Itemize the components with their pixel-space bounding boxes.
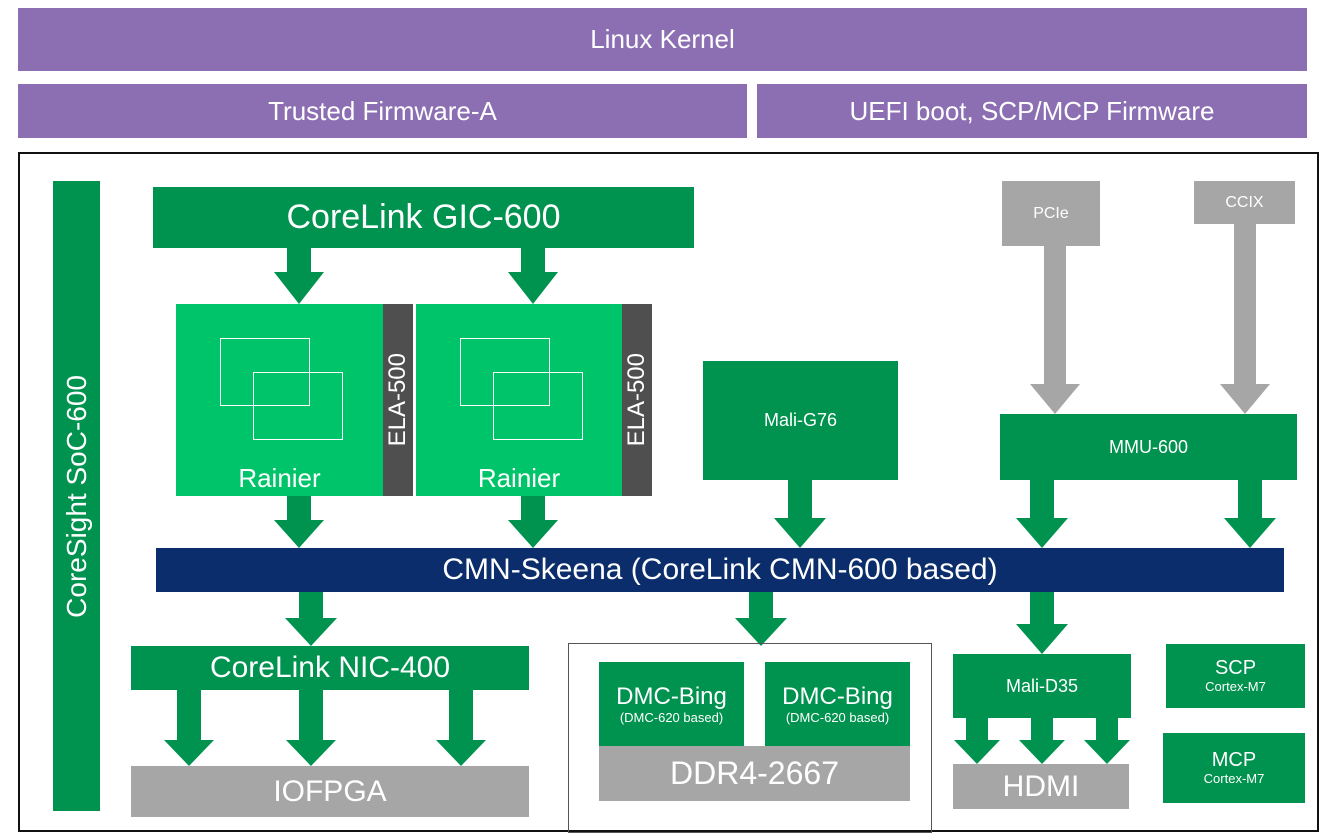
- arrow-cmn-to-ddr: [735, 592, 787, 646]
- cpu2-label: Rainier: [477, 463, 561, 493]
- pcie-label: PCIe: [1033, 204, 1069, 222]
- mcp-block: MCP Cortex-M7: [1163, 733, 1305, 803]
- arrow-display-to-hdmi-1: [954, 718, 1000, 764]
- linux-kernel-label: Linux Kernel: [590, 24, 735, 54]
- trusted-firmware-layer: Trusted Firmware-A: [18, 84, 747, 138]
- ccix-label: CCIX: [1225, 193, 1264, 211]
- hdmi-block: HDMI: [953, 764, 1129, 809]
- iofpga-label: IOFPGA: [273, 774, 387, 808]
- ela2-label: ELA-500: [623, 353, 650, 447]
- arrow-display-to-hdmi-3: [1084, 718, 1130, 764]
- arrow-cmn-to-display: [1016, 592, 1068, 654]
- arrow-pcie-to-mmu: [1030, 246, 1080, 414]
- dmc1-subtitle: (DMC-620 based): [619, 709, 724, 725]
- gpu-label: Mali-G76: [763, 410, 838, 430]
- arrow-nic-to-iofpga-1: [164, 690, 214, 766]
- display-block: Mali-D35: [953, 654, 1131, 718]
- uefi-label: UEFI boot, SCP/MCP Firmware: [849, 95, 1215, 126]
- gic-label: CoreLink GIC-600: [286, 198, 561, 236]
- arrow-ccix-to-mmu: [1220, 224, 1270, 414]
- linux-kernel-layer: Linux Kernel: [18, 8, 1307, 71]
- nic-label: CoreLink NIC-400: [209, 651, 451, 684]
- core-icon-1b: [253, 372, 343, 440]
- arrow-display-to-hdmi-2: [1019, 718, 1065, 764]
- coresight-bar: CoreSight SoC-600: [53, 181, 100, 811]
- arrow-gic-to-cpu2: [508, 248, 558, 304]
- cmn-label: CMN-Skeena (CoreLink CMN-600 based): [442, 553, 998, 586]
- arrow-cpu2-to-cmn: [508, 496, 558, 548]
- display-label: Mali-D35: [1005, 675, 1079, 696]
- cpu1-label: Rainier: [238, 463, 321, 493]
- dmc2-title: DMC-Bing: [782, 682, 893, 710]
- scp-block: SCP Cortex-M7: [1166, 644, 1305, 708]
- ddr-block: DDR4-2667: [599, 746, 910, 801]
- arrow-nic-to-iofpga-2: [286, 690, 336, 766]
- ela1-label: ELA-500: [384, 353, 411, 447]
- arrow-mmu-to-cmn-1: [1016, 480, 1068, 548]
- arrow-gic-to-cpu1: [274, 248, 324, 304]
- trusted-firmware-label: Trusted Firmware-A: [268, 95, 497, 126]
- scp-subtitle: Cortex-M7: [1205, 679, 1266, 695]
- mcp-subtitle: Cortex-M7: [1203, 771, 1265, 787]
- uefi-layer: UEFI boot, SCP/MCP Firmware: [757, 84, 1307, 138]
- coresight-label: CoreSight SoC-600: [60, 374, 92, 618]
- ela-block-1: ELA-500: [383, 304, 413, 496]
- nic-block: CoreLink NIC-400: [131, 646, 529, 690]
- ddr-label: DDR4-2667: [670, 755, 839, 791]
- dmc1-title: DMC-Bing: [616, 682, 727, 710]
- ela-block-2: ELA-500: [622, 304, 652, 496]
- cpu-cluster-2: Rainier: [416, 304, 622, 496]
- pcie-block: PCIe: [1002, 181, 1100, 246]
- cpu-cluster-1: Rainier: [176, 304, 383, 496]
- dmc2-subtitle: (DMC-620 based): [785, 709, 890, 725]
- arrow-nic-to-iofpga-3: [436, 690, 486, 766]
- cmn-interconnect: CMN-Skeena (CoreLink CMN-600 based): [156, 548, 1284, 592]
- arrow-cpu1-to-cmn: [274, 496, 324, 548]
- dmc-block-1: DMC-Bing (DMC-620 based): [599, 662, 744, 746]
- mmu-block: MMU-600: [1000, 414, 1297, 480]
- arrow-cmn-to-nic: [285, 592, 337, 646]
- arrow-gpu-to-cmn: [774, 480, 826, 548]
- gic-block: CoreLink GIC-600: [153, 187, 694, 248]
- dmc-block-2: DMC-Bing (DMC-620 based): [765, 662, 910, 746]
- ccix-block: CCIX: [1194, 181, 1295, 224]
- core-icon-2b: [493, 372, 583, 440]
- hdmi-label: HDMI: [1002, 769, 1080, 803]
- iofpga-block: IOFPGA: [131, 766, 529, 817]
- gpu-block: Mali-G76: [703, 361, 898, 480]
- mcp-title: MCP: [1211, 749, 1257, 772]
- scp-title: SCP: [1214, 657, 1257, 680]
- mmu-label: MMU-600: [1108, 436, 1188, 457]
- arrow-mmu-to-cmn-2: [1224, 480, 1276, 548]
